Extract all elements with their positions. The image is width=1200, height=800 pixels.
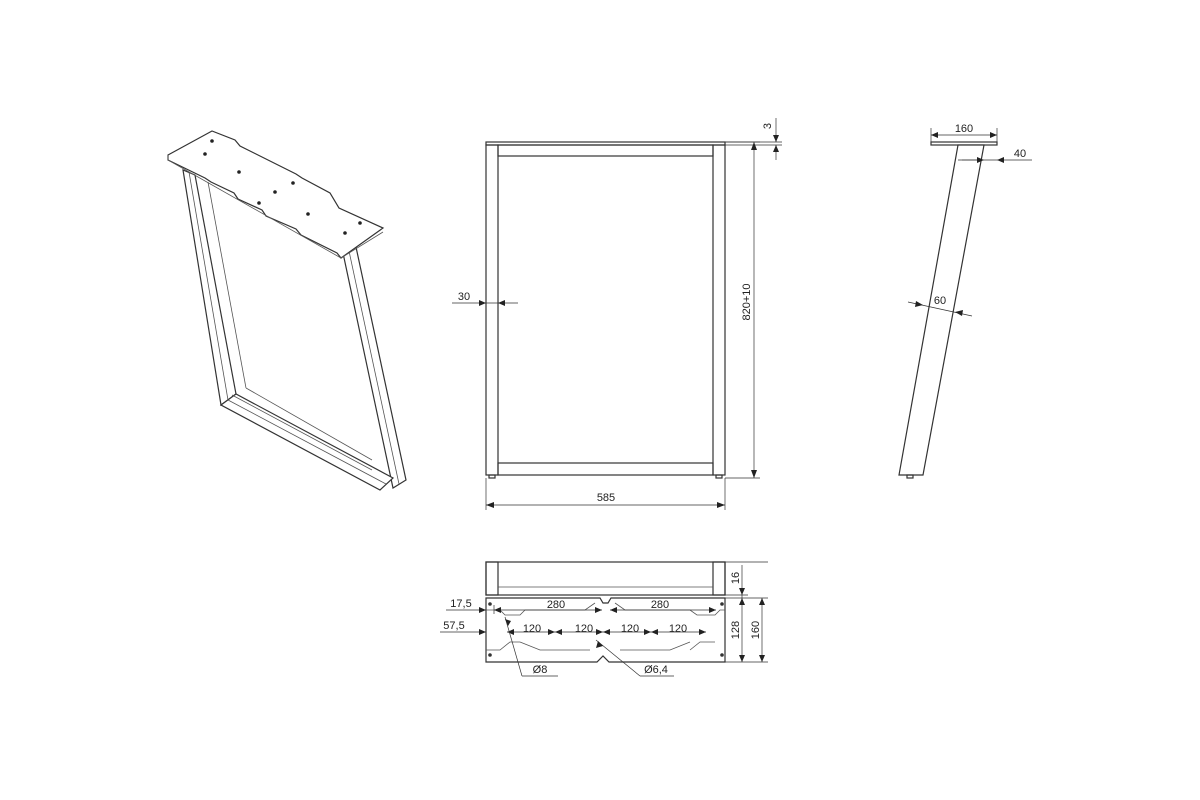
plate-hole — [237, 170, 241, 174]
dim-bottom-160: 160 — [750, 621, 762, 639]
dim-bottom-128: 128 — [730, 621, 742, 639]
plate-hole — [358, 221, 362, 225]
side-view: 160 40 60 — [898, 123, 1032, 479]
isometric-view — [167, 130, 407, 491]
dim-side-top: 160 — [955, 123, 973, 135]
dim-span-280-a: 280 — [547, 599, 565, 611]
dim-side-offset: 40 — [1014, 148, 1026, 160]
plate-hole — [273, 190, 277, 194]
dim-span-120-a: 120 — [523, 623, 541, 635]
hole-8-label: Ø8 — [533, 664, 548, 676]
hole-6-4-label: Ø6,4 — [644, 664, 668, 676]
plate-hole — [203, 152, 207, 156]
dim-tube-width: 30 — [458, 291, 470, 303]
plate-outline — [485, 597, 726, 663]
plate-hole — [210, 139, 214, 143]
dim-width: 585 — [597, 492, 615, 504]
dim-span-120-c: 120 — [621, 623, 639, 635]
plate-hole — [343, 231, 347, 235]
dim-span-120-b: 120 — [575, 623, 593, 635]
dim-edge-17-5: 17,5 — [450, 598, 471, 610]
plate-hole — [306, 212, 310, 216]
plan-view: 280 280 17,5 57,5 120 120 120 120 — [440, 561, 768, 677]
plate-hole — [291, 181, 295, 185]
dim-span-120-d: 120 — [669, 623, 687, 635]
iso-left-leg — [182, 169, 237, 407]
dim-height: 820+10 — [741, 283, 753, 320]
front-view: 3 820+10 585 30 — [452, 118, 782, 510]
dim-span-280-b: 280 — [651, 599, 669, 611]
plate-hole — [257, 201, 261, 205]
iso-right-leg — [342, 246, 407, 489]
dim-edge-57-5: 57,5 — [443, 620, 464, 632]
dim-bottom-16: 16 — [730, 572, 742, 584]
dim-side-tube: 60 — [934, 295, 946, 307]
dim-plate-thickness: 3 — [762, 123, 774, 129]
